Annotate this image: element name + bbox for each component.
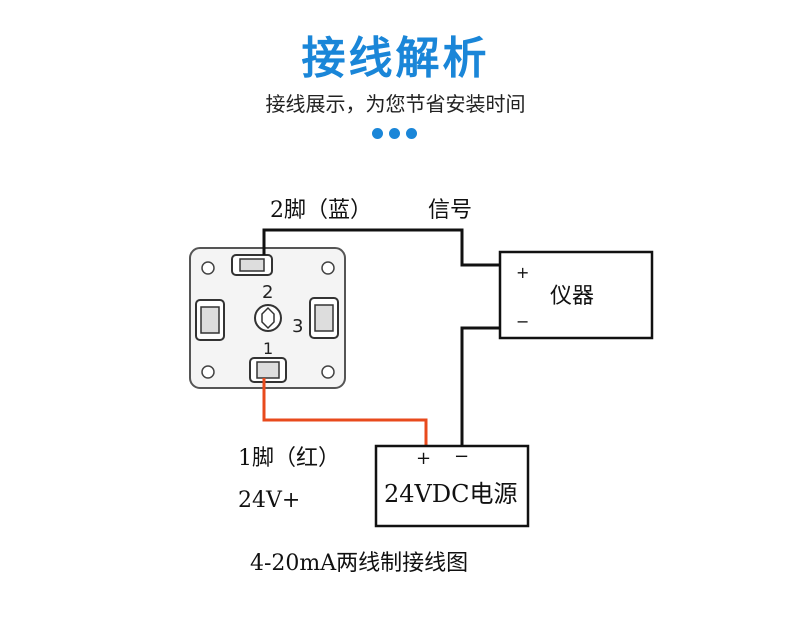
dot-icon (389, 128, 400, 139)
instrument-plus: + (516, 263, 529, 282)
signal-label: 信号 (428, 198, 473, 223)
instrument-label: 仪器 (550, 284, 594, 309)
red-wire (262, 378, 428, 446)
diagram-caption: 4-20mA两线制接线图 (250, 551, 469, 576)
power-label: 24VDC电源 (384, 480, 518, 508)
instrument-minus: − (516, 312, 529, 331)
power-minus: − (454, 446, 470, 467)
pin1-label: 1脚（红） (238, 446, 340, 471)
dot-icon (372, 128, 383, 139)
page-subtitle: 接线展示，为您节省安装时间 (265, 92, 526, 116)
center-screw (254, 304, 282, 332)
return-wire (460, 326, 500, 446)
page-title: 接线解析 (301, 33, 490, 84)
pin2-label: 2脚（蓝） (270, 198, 372, 223)
voltage-label: 24V+ (238, 488, 301, 513)
power-plus: + (416, 448, 432, 469)
connector-icon: 2 3 1 (189, 247, 346, 389)
power-supply-box (374, 444, 530, 528)
connector-pin3-label: 3 (292, 316, 303, 337)
connector-pin2-label: 2 (262, 282, 273, 303)
signal-wire (262, 228, 500, 267)
dot-icon (406, 128, 417, 139)
instrument-box (498, 250, 654, 340)
connector-pin1-label: 1 (263, 339, 273, 358)
decorative-dots (372, 128, 417, 139)
